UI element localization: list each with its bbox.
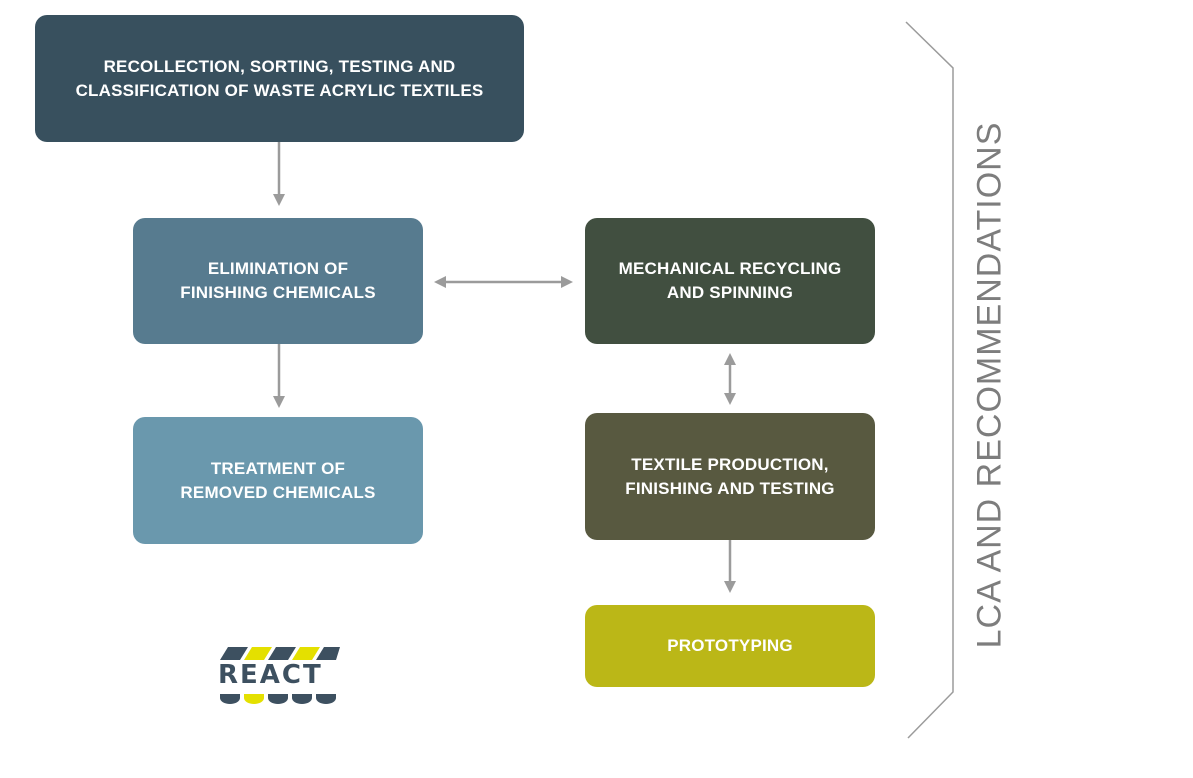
logo-scallops-icon [220,694,336,704]
step-treatment-box: TREATMENT OF REMOVED CHEMICALS [133,417,423,544]
side-label: LCA AND RECOMMENDATIONS [970,121,1009,649]
step-prototyping-box: PROTOTYPING [585,605,875,687]
side-bracket [905,21,954,739]
react-logo [220,647,340,704]
step-textile-box: TEXTILE PRODUCTION, FINISHING AND TESTIN… [585,413,875,540]
step-mechanical-box: MECHANICAL RECYCLING AND SPINNING [585,218,875,344]
step-textile-label: TEXTILE PRODUCTION, FINISHING AND TESTIN… [625,454,835,498]
step-recollection-label: RECOLLECTION, SORTING, TESTING AND CLASS… [75,56,484,100]
step-prototyping-label: PROTOTYPING [667,636,793,655]
step-elimination-label: ELIMINATION OF FINISHING CHEMICALS [180,259,376,302]
logo-stripes-icon [220,647,340,660]
step-mechanical-label: MECHANICAL RECYCLING AND SPINNING [618,259,842,302]
step-treatment-label: TREATMENT OF REMOVED CHEMICALS [180,458,376,502]
step-elimination-box: ELIMINATION OF FINISHING CHEMICALS [133,218,423,344]
logo-wordmark: REACT [218,660,323,690]
step-recollection-box: RECOLLECTION, SORTING, TESTING AND CLASS… [35,15,524,142]
